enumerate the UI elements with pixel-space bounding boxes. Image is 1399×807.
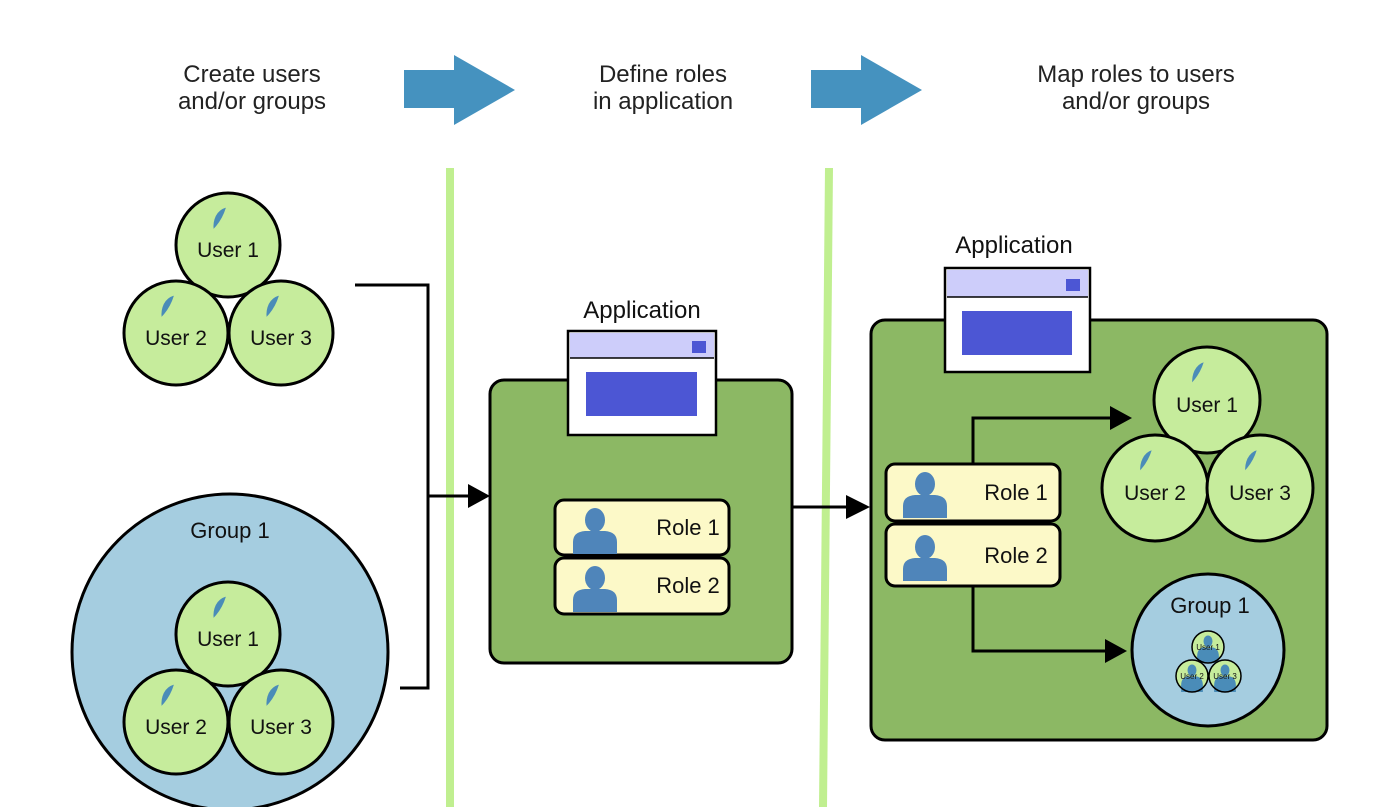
user-label: User 1 <box>197 239 259 262</box>
role-card: Role 1 <box>884 462 1062 523</box>
step-define-roles: Define roles in application <box>593 61 733 115</box>
user-circle: User 3 <box>1205 433 1315 543</box>
user-label: User 3 <box>250 716 312 739</box>
user-label: User 1 <box>197 628 259 651</box>
step-map-roles-line2: and/or groups <box>1062 88 1210 115</box>
arrowhead <box>1110 406 1132 430</box>
role-label: Role 2 <box>656 573 720 598</box>
step-map-roles: Map roles to users and/or groups <box>1037 61 1234 115</box>
user-label: User 3 <box>1213 672 1237 681</box>
user-label: User 2 <box>1180 672 1204 681</box>
group-label: Group 1 <box>190 518 270 543</box>
application-middle: Application Role 1 Role 2 <box>488 297 794 665</box>
role-card: Role 2 <box>553 556 731 616</box>
mini-user-circle: User 3 <box>1208 659 1242 693</box>
bracket-connector <box>355 283 490 690</box>
role-label: Role 2 <box>984 543 1048 568</box>
mini-user-circle: User 1 <box>1191 630 1225 664</box>
user-label: User 3 <box>1229 482 1291 505</box>
user-circle: User 1 <box>1152 345 1262 455</box>
mini-user-circle: User 2 <box>1175 659 1209 693</box>
step-create-users: Create users and/or groups <box>178 61 326 115</box>
role-card: Role 1 <box>553 498 731 557</box>
connector-arrow-mid <box>792 495 870 519</box>
user-circle: User 1 <box>174 580 282 688</box>
step-define-roles-line1: Define roles <box>599 61 727 88</box>
step-map-roles-line1: Map roles to users <box>1037 61 1234 88</box>
role-label: Role 1 <box>656 515 720 540</box>
user-label: User 2 <box>145 716 207 739</box>
application-right: Application Role 1 Role 2 <box>869 232 1329 742</box>
step-define-roles-line2: in application <box>593 88 733 115</box>
mapping-connectors <box>971 406 1132 663</box>
user-label: User 1 <box>1196 643 1220 652</box>
group-circle-right: Group 1 User 1 User 2 User 3 <box>1130 572 1286 728</box>
group-label: Group 1 <box>1170 593 1250 618</box>
step-create-users-line1: Create users <box>183 61 320 88</box>
role-label: Role 1 <box>984 480 1048 505</box>
step-arrow-1 <box>404 55 515 125</box>
role-card: Role 2 <box>884 522 1062 588</box>
user-circle: User 3 <box>227 668 335 776</box>
step-create-users-line2: and/or groups <box>178 88 326 115</box>
arrowhead <box>1105 639 1127 663</box>
users-triad-left: User 1 User 2 User 3 <box>122 191 335 387</box>
user-label: User 2 <box>145 327 207 350</box>
user-circle: User 3 <box>227 279 335 387</box>
user-circle: User 1 <box>174 191 282 299</box>
application-window-icon <box>566 329 718 437</box>
divider-line-2 <box>819 167 833 807</box>
application-label: Application <box>583 297 700 324</box>
user-label: User 3 <box>250 327 312 350</box>
user-label: User 2 <box>1124 482 1186 505</box>
user-label: User 1 <box>1176 394 1238 417</box>
application-window-icon <box>943 266 1092 374</box>
user-circle: User 2 <box>1100 433 1210 543</box>
users-triad-right: User 1 User 2 User 3 <box>1100 345 1315 543</box>
arrowhead <box>846 495 870 519</box>
group-circle-left: Group 1 User 1 User 2 User 3 <box>70 492 390 807</box>
arrowhead <box>468 484 490 508</box>
user-circle: User 2 <box>122 668 230 776</box>
step-arrow-2 <box>811 55 922 125</box>
application-label: Application <box>955 232 1072 259</box>
user-circle: User 2 <box>122 279 230 387</box>
